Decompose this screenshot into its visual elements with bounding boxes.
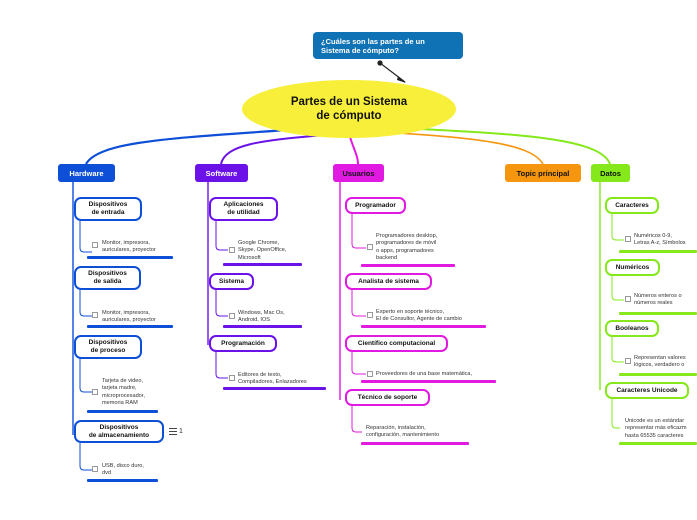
leaf-underline xyxy=(619,312,697,315)
checkbox-icon[interactable] xyxy=(92,242,98,248)
leaf-note: USB, disco duro, dvd xyxy=(102,463,144,477)
subtopic-programador[interactable]: Programador xyxy=(345,197,406,214)
checkbox-icon[interactable] xyxy=(92,312,98,318)
datos-leaf-connector xyxy=(611,274,624,301)
subtopic-dispositivos-salida[interactable]: Dispositivos de salida xyxy=(74,266,141,290)
subtopic-dispositivos-proceso[interactable]: Dispositivos de proceso xyxy=(74,335,142,359)
datos-leaf-connector xyxy=(611,212,624,241)
leaf-note: Experto en soporte técnico, El de Consul… xyxy=(376,309,462,323)
checkbox-icon[interactable] xyxy=(229,313,235,319)
leaf-note: Programadores desktop, programadores de … xyxy=(376,233,438,262)
checkbox-icon[interactable] xyxy=(229,247,235,253)
subtopic-dispositivos-entrada[interactable]: Dispositivos de entrada xyxy=(74,197,142,221)
hardware-branch-line xyxy=(85,127,301,165)
checkbox-icon[interactable] xyxy=(625,296,631,302)
leaf-underline xyxy=(223,325,302,328)
subtopic-cientifico-computacional[interactable]: Científico computacional xyxy=(345,335,448,352)
checkbox-icon[interactable] xyxy=(367,312,373,318)
callout-connector-dot xyxy=(377,60,383,66)
usuarios-leaf-connector xyxy=(351,214,366,249)
leaf-note: Monitor, impresora, auriculares, proyect… xyxy=(102,240,156,254)
leaf-note: Proveedores de una base matemática, xyxy=(376,371,473,377)
subtopic-tecnico-soporte[interactable]: Técnico de soporte xyxy=(345,389,430,406)
leaf-note: Tarjeta de video, tarjeta madre, micropr… xyxy=(102,378,145,407)
leaf-underline xyxy=(361,325,486,328)
hardware-leaf-connector xyxy=(79,443,92,471)
subtopic-numericos[interactable]: Numéricos xyxy=(605,259,660,276)
hardware-leaf-connector xyxy=(79,290,92,317)
subtopic-sistema[interactable]: Sistema xyxy=(209,273,254,290)
leaf-underline xyxy=(619,250,697,253)
leaf-note: Números enteros o números reales xyxy=(634,293,682,307)
usuarios-leaf-connector xyxy=(351,406,362,433)
topic-datos[interactable]: Datos xyxy=(591,164,630,182)
usuarios-leaf-connector xyxy=(351,352,366,375)
subtopic-caracteres[interactable]: Caracteres xyxy=(605,197,659,214)
subtopic-booleanos[interactable]: Booleanos xyxy=(605,320,659,337)
callout-connector-arrow xyxy=(397,76,406,83)
datos-leaf-connector xyxy=(611,398,620,429)
subtopic-dispositivos-almacenamiento[interactable]: Dispositivos de almacenamiento xyxy=(74,420,164,443)
subtopic-analista-sistema[interactable]: Analista de sistema xyxy=(345,273,432,290)
leaf-underline xyxy=(87,256,173,259)
leaf-note: Google Chrome, Skype, OpenOffice, Micros… xyxy=(238,240,287,261)
software-leaf-connector xyxy=(215,351,228,379)
topic-branch-line xyxy=(384,131,544,165)
leaf-note: Monitor, impresora, auriculares, proyect… xyxy=(102,310,156,324)
leaf-underline xyxy=(619,442,697,445)
subtopic-aplicaciones-utilidad[interactable]: Aplicaciones de utilidad xyxy=(209,197,278,221)
leaf-note: Unicode es un estándar representar más e… xyxy=(625,418,687,439)
datos-leaf-connector xyxy=(611,336,624,363)
leaf-note: Reparación, instalación, configuración, … xyxy=(366,425,440,439)
leaf-underline xyxy=(361,380,496,383)
subtopic-programacion[interactable]: Programación xyxy=(209,335,277,352)
leaf-underline xyxy=(87,410,158,413)
leaf-underline xyxy=(87,325,173,328)
checkbox-icon[interactable] xyxy=(367,371,373,377)
leaf-note: Representan valores lógicos, verdadero o xyxy=(634,355,686,369)
leaf-underline xyxy=(223,263,302,266)
topic-principal[interactable]: Topic principal xyxy=(505,164,581,182)
subtopic-caracteres-unicode[interactable]: Caracteres Unicode xyxy=(605,382,689,399)
attachment-count-value: 1 xyxy=(179,428,183,435)
leaf-note: Editores de texto, Compiladores, Enlazad… xyxy=(238,372,307,386)
checkbox-icon[interactable] xyxy=(229,375,235,381)
leaf-underline xyxy=(361,442,469,445)
software-leaf-connector xyxy=(215,290,228,317)
topic-usuarios[interactable]: Usuarios xyxy=(333,164,384,182)
software-branch-line xyxy=(220,134,326,165)
checkbox-icon[interactable] xyxy=(367,244,373,250)
datos-branch-line xyxy=(399,127,611,165)
usuarios-branch-line xyxy=(349,136,359,165)
leaf-note: Numéricos 0-9, Letras A-z, Símbolos xyxy=(634,233,686,247)
topic-hardware[interactable]: Hardware xyxy=(58,164,115,182)
attachment-count[interactable]: 1 xyxy=(169,428,183,435)
hardware-leaf-connector xyxy=(79,221,92,253)
leaf-underline xyxy=(223,387,326,390)
topic-software[interactable]: Software xyxy=(195,164,248,182)
list-icon xyxy=(169,428,177,435)
checkbox-icon[interactable] xyxy=(625,236,631,242)
usuarios-leaf-connector xyxy=(351,290,366,317)
checkbox-icon[interactable] xyxy=(92,389,98,395)
checkbox-icon[interactable] xyxy=(625,358,631,364)
hardware-leaf-connector xyxy=(79,358,92,393)
leaf-underline xyxy=(87,479,158,482)
software-leaf-connector xyxy=(215,221,228,251)
leaf-underline xyxy=(361,264,455,267)
central-topic[interactable]: Partes de un Sistema de cómputo xyxy=(242,80,456,138)
question-callout[interactable]: ¿Cuáles son las partes de un Sistema de … xyxy=(313,32,463,59)
leaf-underline xyxy=(619,373,697,376)
checkbox-icon[interactable] xyxy=(92,466,98,472)
leaf-note: Windows, Mac Os, Android, IOS xyxy=(238,310,285,324)
